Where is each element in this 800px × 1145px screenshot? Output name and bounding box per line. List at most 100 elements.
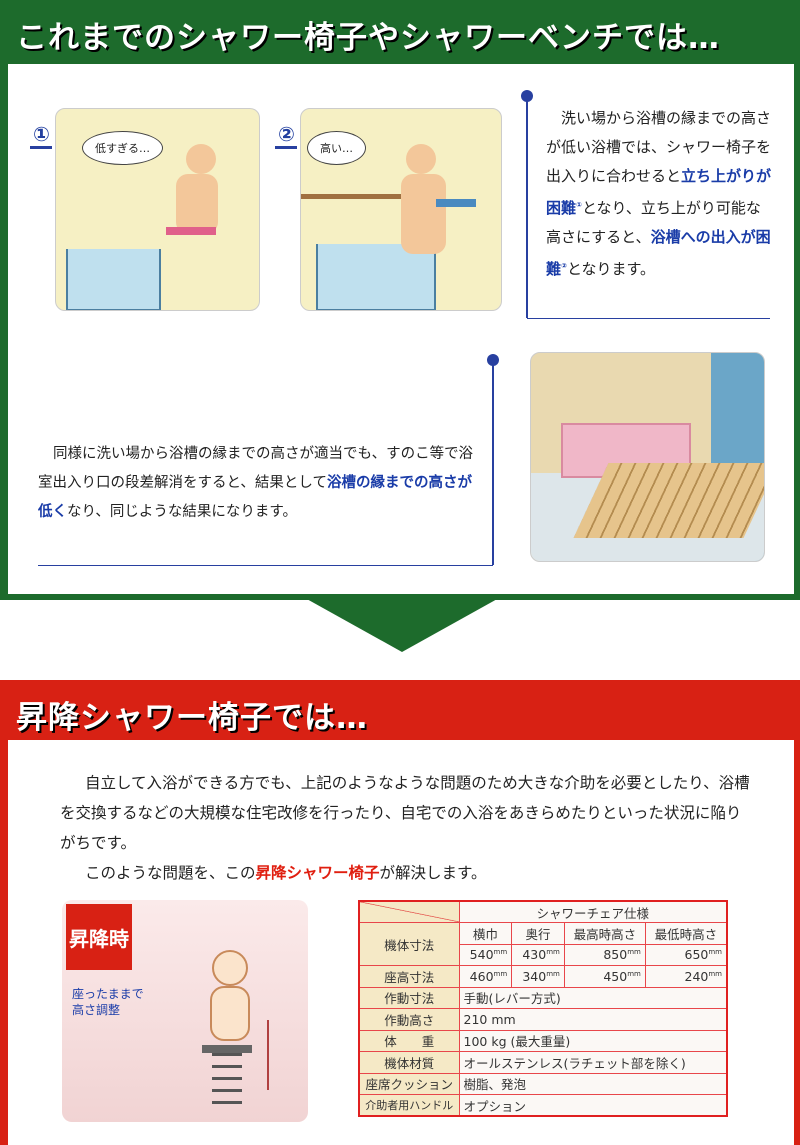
table-row: シャワーチェア仕様 [358, 900, 728, 923]
down-arrow-head [305, 598, 499, 652]
unit: mm [546, 969, 560, 978]
speech-bubble: 高い… [307, 131, 366, 165]
cell: オプション [458, 1094, 728, 1117]
col-header: 最高時高さ [563, 922, 646, 945]
para-2: このような問題を、この昇降シャワー椅子が解決します。 [60, 858, 750, 888]
text: このような問題を、この [85, 864, 256, 882]
high-chair [436, 199, 476, 207]
table-header: シャワーチェア仕様 [458, 900, 728, 923]
person-head [212, 950, 248, 986]
section2-title: 昇降シャワー椅子では… [16, 700, 368, 736]
unit: mm [708, 948, 722, 957]
row-label: 座席クッション [358, 1072, 460, 1095]
text: が解決します。 [379, 864, 487, 882]
ref: ② [561, 262, 567, 270]
value: 650 [684, 947, 709, 963]
panel1-number: ① [33, 122, 50, 146]
cell: 850mm [563, 943, 646, 966]
row-label: 機体材質 [358, 1051, 460, 1074]
handrail [301, 194, 401, 199]
col-header: 最低時高さ [644, 922, 728, 945]
text: となります。 [566, 260, 656, 278]
cell: 手動(レバー方式) [458, 986, 728, 1009]
cell: 210 mm [458, 1008, 728, 1031]
cell: 100 kg (最大重量) [458, 1029, 728, 1052]
panel1-illustration: 低すぎる… [55, 108, 260, 311]
unit: mm [627, 948, 641, 957]
col-header: 奥行 [511, 922, 565, 945]
section1-title: これまでのシャワー椅子やシャワーベンチでは… [16, 20, 720, 56]
person-body [401, 174, 446, 254]
bathtub [66, 249, 161, 310]
cell: オールステンレス(ラチェット部を除く) [458, 1051, 728, 1074]
highlight: 立ち上がりが困難 [546, 167, 772, 217]
highlight: 浴槽の縁までの高さが低く [38, 475, 472, 520]
section1-header [0, 0, 800, 64]
panel2-illustration: 高い… [300, 108, 502, 311]
duckboard [573, 463, 764, 538]
text: となり、立ち上がり可能な高さにすると、 [546, 199, 761, 246]
value: 430 [522, 947, 547, 963]
text: 同様に洗い場から浴槽の縁までの高さが適当でも、すのこ等で浴室出入り口の段差解消を… [38, 446, 474, 491]
unit: mm [493, 948, 508, 957]
intro-paragraph: 自立して入浴ができる方でも、上記のようなような問題のため大きな介助を必要としたり… [60, 768, 750, 888]
divider [527, 318, 770, 319]
text: 洗い場から浴槽の縁までの高さが低い浴槽では、シャワー椅子を出入りに合わせると [546, 109, 772, 185]
row-label: 座高寸法 [358, 965, 460, 988]
text-block-2: 同様に洗い場から浴槽の縁までの高さが適当でも、すのこ等で浴室出入り口の段差解消を… [38, 440, 478, 527]
cell: 430mm [511, 943, 565, 966]
value: 850 [603, 947, 628, 963]
text: なり、同じような結果になります。 [67, 504, 297, 520]
raise-label: 昇降時 [66, 904, 132, 970]
chair-legs [212, 1053, 242, 1108]
cell: 240mm [644, 965, 728, 988]
para-1: 自立して入浴ができる方でも、上記のようなような問題のため大きな介助を必要としたり… [60, 774, 750, 852]
person-body [210, 986, 250, 1041]
num-underline [30, 146, 52, 149]
caption-line: 高さ調整 [72, 1003, 121, 1017]
low-chair [166, 227, 216, 235]
corner-cell [358, 900, 460, 923]
ref: ① [576, 201, 582, 209]
table-row: 介助者用ハンドルオプション [358, 1094, 728, 1117]
row-label: 作動寸法 [358, 986, 460, 1009]
bathtub [316, 244, 436, 310]
divider [526, 96, 528, 318]
chair-seat [202, 1045, 252, 1053]
cell: 650mm [644, 943, 728, 966]
person [186, 144, 216, 174]
bathroom-illustration [530, 352, 765, 562]
value: 460 [469, 968, 494, 984]
unit: mm [708, 969, 722, 978]
unit: mm [627, 969, 641, 978]
text-block-1: 洗い場から浴槽の縁までの高さが低い浴槽では、シャワー椅子を出入りに合わせると立ち… [546, 104, 774, 284]
height-arrow [267, 1020, 269, 1090]
section2-header [0, 680, 800, 740]
col-header: 横巾 [458, 922, 513, 945]
cell: 樹脂、発泡 [458, 1072, 728, 1095]
cell: 540mm [458, 943, 513, 966]
cell: 450mm [563, 965, 646, 988]
row-label: 作動高さ [358, 1008, 460, 1031]
divider [492, 360, 494, 565]
value: 450 [603, 968, 628, 984]
highlight: 昇降シャワー椅子 [255, 864, 380, 882]
num-underline [275, 146, 297, 149]
cell: 460mm [458, 965, 513, 988]
table-row: 作動寸法手動(レバー方式) [358, 986, 728, 1009]
row-label: 機体寸法 [358, 922, 460, 966]
row-label: 体 重 [358, 1029, 460, 1052]
value: 540 [469, 947, 494, 963]
value: 240 [684, 968, 709, 984]
value: 340 [522, 968, 547, 984]
table-row: 機体寸法横巾奥行最高時高さ最低時高さ [358, 922, 728, 966]
table-row: 座席クッション樹脂、発泡 [358, 1072, 728, 1095]
person [406, 144, 436, 174]
speech-bubble: 低すぎる… [82, 131, 163, 165]
unit: mm [546, 948, 560, 957]
panel2-number: ② [278, 122, 295, 146]
